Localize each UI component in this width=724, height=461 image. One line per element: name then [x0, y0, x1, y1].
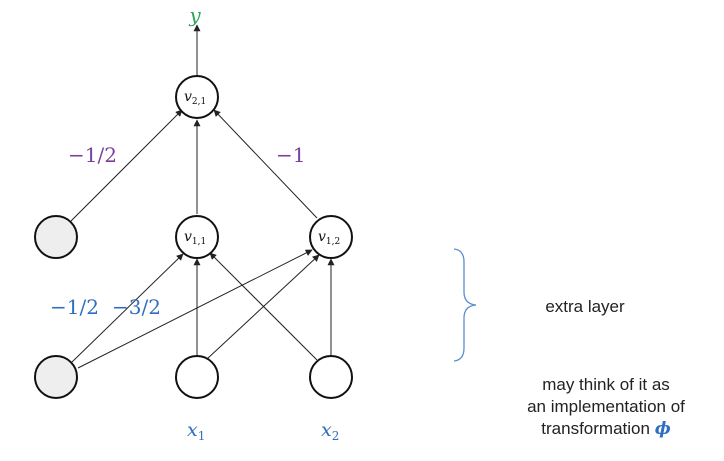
weight-top-left: −1/2: [68, 143, 117, 167]
node-v21: [175, 75, 219, 119]
node-v11-sub: 1,1: [192, 237, 206, 247]
input-label-x1-base: x: [187, 419, 198, 441]
transformation-caption: may think of it as an implementation of …: [496, 374, 716, 440]
input-label-x2: x2: [321, 419, 339, 443]
edge-bias2-to-v21: [70, 109, 183, 222]
node-v12: [309, 215, 353, 259]
extra-layer-caption: extra layer: [545, 297, 625, 316]
node-v11: [175, 215, 219, 259]
bias-node-input: [34, 355, 78, 399]
node-v11-base: v: [184, 229, 192, 245]
weight-bottom-left: −1/2: [50, 295, 99, 319]
edge-v12-to-v21: [213, 109, 318, 219]
bias-node-hidden: [34, 215, 78, 259]
node-v12-label: v1,2: [318, 229, 340, 247]
edge-x1-to-v12: [206, 254, 320, 360]
input-node-x1: [175, 355, 219, 399]
input-label-x1-sub: 1: [198, 429, 206, 443]
node-v21-base: v: [184, 89, 192, 105]
caption-line-3: transformation ϕ: [496, 418, 716, 440]
output-label: y: [188, 3, 201, 27]
phi-symbol: ϕ: [654, 419, 671, 439]
weight-bottom-right: −3/2: [112, 295, 161, 319]
input-label-x1: x1: [187, 419, 205, 443]
weight-top-right: −1: [276, 143, 305, 167]
node-v12-base: v: [318, 229, 326, 245]
node-v11-label: v1,1: [184, 229, 206, 247]
caption-line-3-text: transformation: [541, 419, 650, 438]
input-label-x2-base: x: [321, 419, 332, 441]
extra-layer-brace: [453, 248, 477, 362]
node-v12-sub: 1,2: [326, 237, 340, 247]
node-v21-sub: 2,1: [192, 97, 206, 107]
input-node-x2: [309, 355, 353, 399]
caption-line-1: may think of it as: [542, 375, 670, 394]
input-label-x2-sub: 2: [332, 429, 340, 443]
node-v21-label: v2,1: [184, 89, 206, 107]
caption-line-2: an implementation of: [527, 397, 685, 416]
edge-bias1-to-v11: [71, 253, 184, 363]
edge-bias1-to-v12: [77, 249, 313, 369]
edge-x2-to-v11: [209, 252, 318, 361]
